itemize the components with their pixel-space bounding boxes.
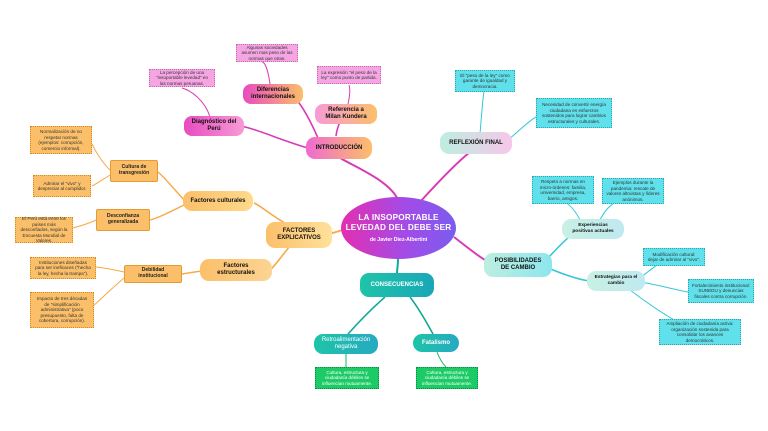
- experiencias-node[interactable]: Experiencias positivas actuales: [562, 219, 624, 239]
- estrategias-node[interactable]: Estrategias para el cambio: [587, 271, 645, 291]
- link-referencia-note: [347, 84, 351, 105]
- link-central-reflexion: [419, 151, 471, 203]
- cultura-note-1: Normalización de no respetar normas (eje…: [30, 126, 92, 154]
- estrategias-note-3: Ampliación de ciudadanía activa: organiz…: [659, 319, 741, 345]
- factores-culturales-node[interactable]: Factores culturales: [183, 191, 253, 211]
- posibilidades-node[interactable]: POSIBILIDADES DE CAMBIO: [484, 253, 552, 277]
- introduccion-node[interactable]: INTRODUCCIÓN: [306, 137, 372, 159]
- link-estrategias-note3: [629, 289, 679, 323]
- reflexion-node[interactable]: REFLEXIÓN FINAL: [440, 132, 512, 154]
- link-culturales-cultura: [157, 171, 185, 201]
- link-reflexion-note1: [479, 91, 485, 135]
- link-debilidad-note2: [92, 277, 125, 307]
- retroalimentacion-note: Cultura, estructura y ciudadanía débiles…: [315, 367, 379, 389]
- link-experiencias-note2: [599, 201, 617, 221]
- referencia-note: La expresión "el peso de la ley" como pu…: [317, 66, 381, 84]
- link-factores-estructurales: [269, 245, 291, 271]
- diferencias-note: Algunas sociedades asumen mas peso de la…: [236, 44, 298, 62]
- link-consecuencias-retro: [347, 296, 386, 335]
- diagnostico-note: La percepción de una "insoportable leved…: [149, 69, 215, 87]
- diagnostico-node[interactable]: Diagnóstico del Perú: [184, 116, 244, 136]
- link-desconfianza-note: [72, 219, 97, 229]
- cultura-transgresion-node[interactable]: Cultura de transgresión: [110, 160, 158, 182]
- cultura-note-2: Admirar el "vivo" y despreciar al cumpli…: [33, 175, 91, 197]
- experiencias-note-2: Ejemplos durante la pandemia: rescate de…: [602, 178, 664, 204]
- link-debilidad-note1: [95, 266, 125, 273]
- reflexion-note-1: El "peso de la ley" como garante de igua…: [455, 70, 515, 92]
- link-central-posibilidades: [453, 236, 486, 261]
- retroalimentacion-node[interactable]: Retroalimentación negativa: [314, 334, 378, 354]
- central-topic[interactable]: LA INSOPORTABLE LEVEDAD DEL DEBE SER de …: [341, 197, 456, 259]
- link-consecuencias-fatalismo: [409, 296, 434, 335]
- link-cultura-note2: [91, 174, 111, 187]
- fatalismo-node[interactable]: Fatalismo: [413, 334, 459, 352]
- desconfianza-note: El Perú está entre los países más descon…: [15, 216, 73, 243]
- link-fatalismo-note: [436, 351, 447, 368]
- referencia-node[interactable]: Referencia a Milan Kundera: [315, 104, 377, 124]
- experiencias-note-1: Respeto a normas en micro-órdenes: famil…: [532, 176, 594, 204]
- link-cultura-note1: [91, 143, 111, 171]
- link-diagnostico-note: [181, 87, 211, 118]
- link-diferencias-note: [261, 61, 271, 85]
- diferencias-node[interactable]: Diferencias internacionales: [243, 84, 303, 104]
- link-central-introduccion: [336, 155, 399, 201]
- estrategias-note-1: Modificación cultural: dejar de admirar …: [643, 248, 705, 266]
- link-experiencias-note1: [564, 201, 581, 221]
- debilidad-note-2: Impacto de tres décadas de "simplificaci…: [30, 292, 94, 328]
- desconfianza-node[interactable]: Desconfianza generalizada: [96, 209, 150, 231]
- central-title: LA INSOPORTABLE LEVEDAD DEL DEBE SER: [345, 213, 452, 232]
- link-introduccion-diagnostico: [235, 124, 309, 149]
- central-author: de Javier Diez-Albertini: [369, 236, 428, 243]
- link-reflexion-note2: [507, 116, 537, 141]
- link-culturales-desconfianza: [149, 204, 185, 221]
- debilidad-institucional-node[interactable]: Debilidad institucional: [124, 265, 182, 283]
- link-central-consecuencias: [396, 258, 399, 274]
- factores-estructurales-node[interactable]: Factores estructurales: [200, 259, 272, 281]
- debilidad-note-1: Instituciones diseñadas para ser inefica…: [30, 257, 96, 279]
- estrategias-note-2: Fortalecimiento institucional: SUNEDU y …: [688, 279, 754, 303]
- reflexion-note-2: Necesidad de convertir energía ciudadana…: [536, 98, 612, 128]
- factores-node[interactable]: FACTORES EXPLICATIVOS: [266, 222, 332, 248]
- consecuencias-node[interactable]: CONSECUENCIAS: [360, 273, 434, 297]
- link-posibilidades-estrategias: [547, 267, 591, 282]
- link-estrategias-note2: [639, 281, 689, 293]
- fatalismo-note: Cultura, estructura y ciudadanía débiles…: [416, 367, 478, 389]
- link-estructurales-debilidad: [181, 270, 203, 275]
